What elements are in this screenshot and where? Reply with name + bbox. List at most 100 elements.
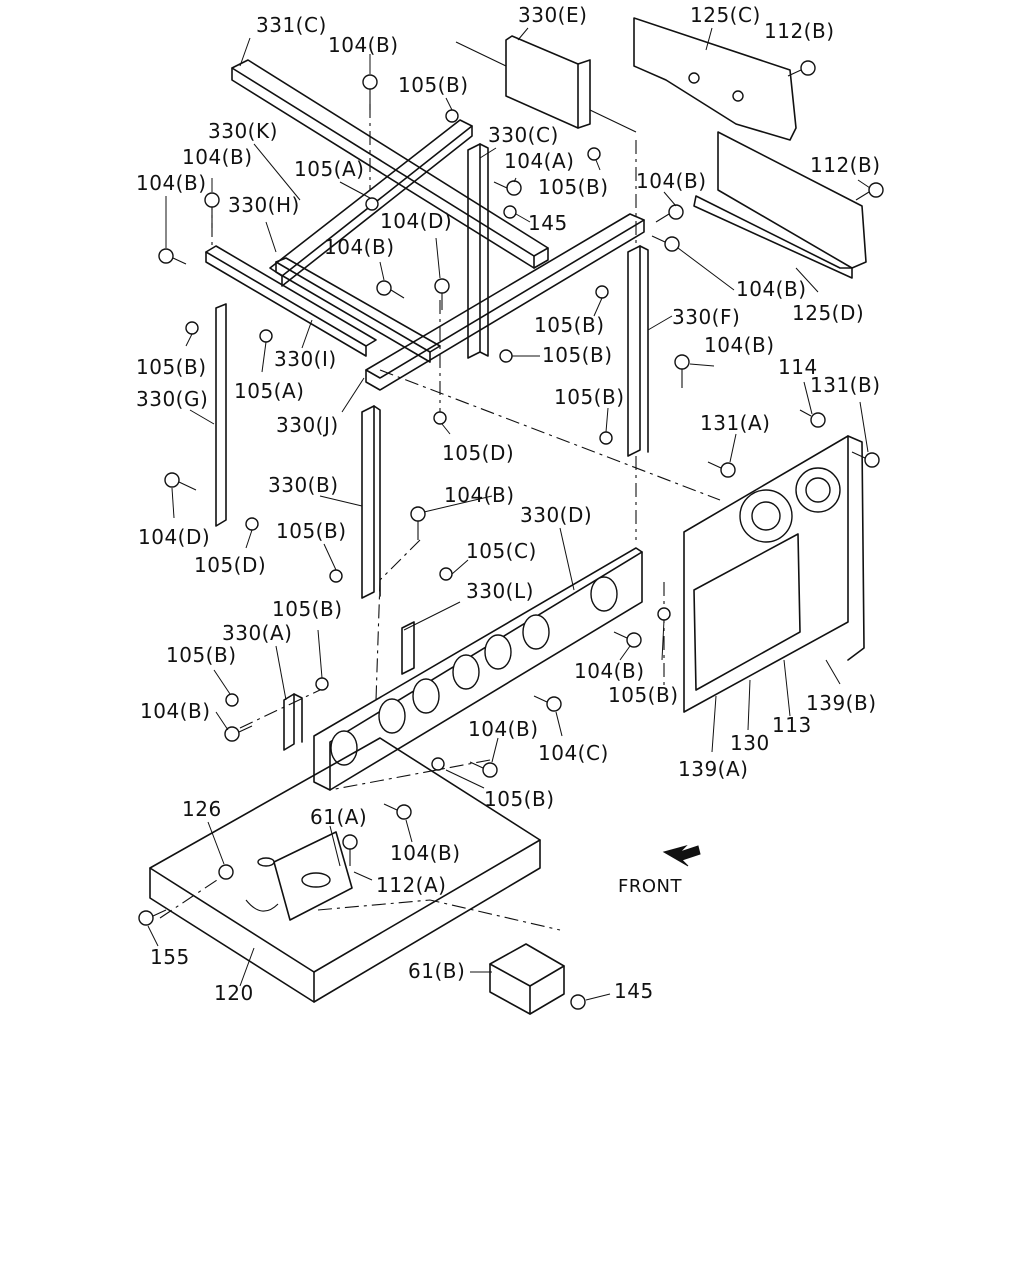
bolt-icon: [342, 834, 358, 866]
label-330C: 330(C): [488, 123, 559, 147]
label-112A: 112(A): [376, 873, 446, 897]
label-114: 114: [778, 355, 818, 379]
label-330J: 330(J): [276, 413, 339, 437]
fasteners: [138, 60, 884, 1010]
label-131A: 131(A): [700, 411, 770, 435]
bracket-330A: [283, 693, 303, 751]
label-330K: 330(K): [208, 119, 278, 143]
label-330D: 330(D): [520, 503, 592, 527]
label-104B-a: 104(B): [182, 145, 253, 169]
label-105B-h: 105(B): [272, 597, 343, 621]
label-105B-f: 105(B): [554, 385, 625, 409]
label-126: 126: [182, 797, 222, 821]
label-139A: 139(A): [678, 757, 748, 781]
nut-icon: [329, 569, 343, 583]
label-330F: 330(F): [672, 305, 740, 329]
label-330G: 330(G): [136, 387, 208, 411]
nut-icon: [431, 757, 445, 771]
frame-331C: [231, 59, 549, 269]
label-104A: 104(A): [504, 149, 574, 173]
bolt-icon: [434, 278, 450, 310]
label-105D-m: 105(D): [442, 441, 514, 465]
label-131B: 131(B): [810, 373, 881, 397]
box-61B: [489, 943, 565, 1015]
label-145-top: 145: [528, 211, 568, 235]
bolt-icon: [533, 695, 562, 712]
bolt-icon: [799, 409, 826, 428]
label-105B-j: 105(B): [608, 683, 679, 707]
bolt-icon: [655, 204, 684, 223]
bolt-icon: [158, 248, 187, 265]
post-330F: [627, 245, 649, 457]
label-105B-c: 105(B): [534, 313, 605, 337]
label-105B-g: 105(B): [276, 519, 347, 543]
nut-icon: [595, 285, 609, 299]
nut-icon: [503, 205, 517, 219]
bolt-icon: [787, 60, 816, 77]
label-105B-k: 105(B): [484, 787, 555, 811]
front-arrow-icon: [662, 845, 701, 867]
label-105B-top: 105(B): [398, 73, 469, 97]
label-145-bottom: 145: [614, 979, 654, 1003]
nut-icon: [433, 411, 447, 425]
leader-lines: [147, 27, 871, 1001]
label-104B-k: 104(B): [390, 841, 461, 865]
nut-icon: [445, 109, 459, 123]
bolt-icon: [362, 74, 378, 110]
label-104B-g: 104(B): [444, 483, 515, 507]
bolt-icon: [613, 631, 642, 648]
label-331C: 331(C): [256, 13, 327, 37]
bolt-icon: [224, 725, 253, 742]
label-112B-r: 112(B): [810, 153, 881, 177]
label-105B-i: 105(B): [166, 643, 237, 667]
bolt-icon: [164, 472, 197, 491]
label-330B: 330(B): [268, 473, 339, 497]
bracket-330L: [401, 621, 415, 675]
nut-icon: [218, 864, 234, 880]
label-105A-top: 105(A): [294, 157, 364, 181]
label-104B-f: 104(B): [704, 333, 775, 357]
bolt-icon: [674, 354, 690, 388]
label-105B-d: 105(B): [542, 343, 613, 367]
label-105D-l: 105(D): [194, 553, 266, 577]
bolt-icon: [410, 506, 426, 540]
bolt-icon: [651, 235, 680, 252]
front-direction-label: FRONT: [618, 876, 682, 897]
label-330L: 330(L): [466, 579, 534, 603]
post-330B: [361, 405, 381, 599]
label-61A: 61(A): [310, 805, 367, 829]
label-112B-top: 112(B): [764, 19, 835, 43]
nut-icon: [225, 693, 239, 707]
label-104B-b: 104(B): [136, 171, 207, 195]
label-130: 130: [730, 731, 770, 755]
label-104B-j: 104(B): [468, 717, 539, 741]
label-105B-e: 105(B): [136, 355, 207, 379]
post-330G: [215, 303, 227, 527]
bolt-icon: [493, 180, 522, 196]
nut-icon: [365, 197, 379, 211]
label-104B-h: 104(B): [574, 659, 645, 683]
nut-icon: [499, 349, 513, 363]
label-104D-top: 104(D): [380, 209, 452, 233]
label-104B-top: 104(B): [328, 33, 399, 57]
nut-icon: [315, 677, 329, 691]
rail-330J: [365, 213, 645, 391]
label-105A-l: 105(A): [234, 379, 304, 403]
label-155: 155: [150, 945, 190, 969]
nut-icon: [185, 321, 199, 335]
frame-330E-bracket: [455, 35, 637, 133]
bolt-icon: [376, 280, 405, 299]
nut-icon: [570, 994, 586, 1010]
label-125D: 125(D): [792, 301, 864, 325]
bolt-icon: [204, 192, 220, 228]
label-330H: 330(H): [228, 193, 300, 217]
post-330C: [467, 143, 489, 359]
label-113: 113: [772, 713, 812, 737]
label-104B-c: 104(B): [636, 169, 707, 193]
bolt-icon: [383, 803, 412, 820]
label-105B-b: 105(B): [538, 175, 609, 199]
label-105C: 105(C): [466, 539, 537, 563]
label-104C: 104(C): [538, 741, 609, 765]
label-330E: 330(E): [518, 3, 587, 27]
